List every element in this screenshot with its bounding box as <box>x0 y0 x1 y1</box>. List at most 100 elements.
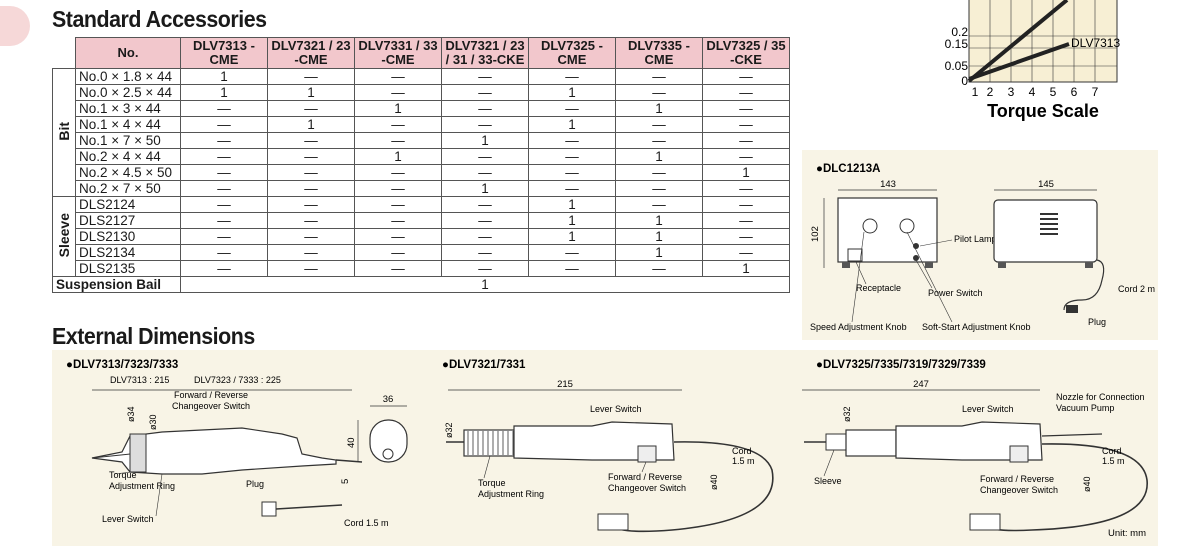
dim2-fr-switch-icon <box>637 445 657 463</box>
table-cell: — <box>354 84 442 101</box>
dlc-title: ●DLC1213A <box>816 163 880 175</box>
table-cell: — <box>615 132 703 149</box>
x-tick-label: 7 <box>1092 85 1099 99</box>
table-cell: — <box>441 196 529 213</box>
dim1-tool-body <box>91 427 337 475</box>
dim1-torque-ring-line1: Torque <box>109 470 137 480</box>
table-cell: — <box>354 244 442 261</box>
table-cell: — <box>354 212 442 229</box>
table-cell: — <box>267 196 355 213</box>
row-group-text: Sleeve <box>55 212 72 258</box>
table-cell: — <box>441 164 529 181</box>
x-tick-label: 5 <box>1050 85 1057 99</box>
table-cell: — <box>702 100 790 117</box>
table-cell: — <box>180 132 268 149</box>
dim2-tool-body <box>513 421 675 461</box>
table-cell: 1 <box>528 212 616 229</box>
row-label: No.0 × 2.5 × 44 <box>75 84 181 101</box>
dim1-end-view <box>369 419 408 463</box>
table-cell: — <box>441 148 529 165</box>
dim3-cord-line2: 1.5 m <box>1102 456 1125 466</box>
dim3-unit: Unit: mm <box>1108 528 1146 539</box>
table-cell: 1 <box>354 148 442 165</box>
dlc-width2-dim: 145 <box>1038 179 1054 190</box>
table-cell: 1 <box>441 132 529 149</box>
table-cell: — <box>267 180 355 197</box>
x-tick-label: 2 <box>987 85 994 99</box>
table-cell: 1 <box>615 148 703 165</box>
standard-accessories-heading: Standard Accessories <box>52 6 267 32</box>
dim1-plug: Plug <box>246 479 264 489</box>
table-cell: — <box>702 228 790 245</box>
table-cell: — <box>702 180 790 197</box>
external-dimensions-heading: External Dimensions <box>52 323 255 349</box>
table-cell: — <box>441 260 529 277</box>
row-label: DLS2135 <box>75 260 181 277</box>
pilot-lamp-label: Pilot Lamp <box>954 234 997 244</box>
dim1-w36: 36 <box>383 394 394 405</box>
x-tick-label: 6 <box>1071 85 1078 99</box>
speed-knob-icon <box>862 218 878 234</box>
column-header-model: DLV7325 / 35 -CKE <box>702 37 790 69</box>
dim2-connector <box>597 513 629 531</box>
dim3-length: 247 <box>913 379 929 390</box>
table-cell: — <box>702 244 790 261</box>
table-cell: — <box>615 180 703 197</box>
table-cell: 1 <box>528 196 616 213</box>
table-row: No.1 × 4 × 44—1——1—— <box>53 116 790 133</box>
table-cell: 1 <box>528 228 616 245</box>
table-cell: — <box>354 228 442 245</box>
dlc-height-dim: 102 <box>810 226 821 242</box>
dim3-sleeve-label: Sleeve <box>814 476 842 486</box>
dim3-connector <box>969 513 1001 531</box>
y-tick-label: 0.15 <box>945 37 969 51</box>
column-header-model: DLV7335 -CME <box>615 37 703 69</box>
table-cell: — <box>180 116 268 133</box>
table-cell: 1 <box>615 228 703 245</box>
y-tick-label: 0.05 <box>945 59 969 73</box>
table-cell: — <box>528 164 616 181</box>
table-cell: — <box>267 132 355 149</box>
plug-icon <box>1066 305 1078 313</box>
dlv7321-drawing: ●DLV7321/7331 215 Lever Switch ø32 ø32 T… <box>442 359 774 533</box>
plug-label: Plug <box>1088 317 1106 327</box>
row-group-label: Bit <box>52 68 76 197</box>
dim3-cord <box>985 443 1148 532</box>
table-cell: — <box>615 164 703 181</box>
table-cell: — <box>702 68 790 85</box>
column-header-model: DLV7325 -CME <box>528 37 616 69</box>
row-label: No.2 × 7 × 50 <box>75 180 181 197</box>
dim2-fr-line1: Forward / Reverse <box>608 472 682 482</box>
dim3-tool-body <box>895 421 1043 461</box>
table-cell: — <box>267 228 355 245</box>
dim1-length-a: DLV7313 : 215 <box>110 375 169 385</box>
table-cell: — <box>702 132 790 149</box>
row-label: No.1 × 4 × 44 <box>75 116 181 133</box>
table-corner-cell <box>52 37 76 69</box>
table-cell: — <box>180 164 268 181</box>
row-label: No.1 × 7 × 50 <box>75 132 181 149</box>
row-label: DLS2124 <box>75 196 181 213</box>
table-cell: — <box>267 260 355 277</box>
x-tick-label: 4 <box>1029 85 1036 99</box>
table-cell: 1 <box>441 180 529 197</box>
row-label: No.2 × 4.5 × 50 <box>75 164 181 181</box>
table-cell: — <box>615 196 703 213</box>
x-tick-label: 1 <box>972 85 979 99</box>
table-cell: — <box>528 100 616 117</box>
table-cell: 1 <box>180 68 268 85</box>
series-line-upper <box>967 0 1069 83</box>
table-row: DLS2134—————1— <box>53 244 790 261</box>
column-header-no: No. <box>75 37 181 69</box>
row-label: DLS2130 <box>75 228 181 245</box>
y-tick-label: 0.2 <box>951 25 968 39</box>
table-cell: — <box>267 100 355 117</box>
table-cell: — <box>702 116 790 133</box>
table-cell: — <box>354 68 442 85</box>
dim1-fr-switch-line2: Changeover Switch <box>172 401 250 411</box>
